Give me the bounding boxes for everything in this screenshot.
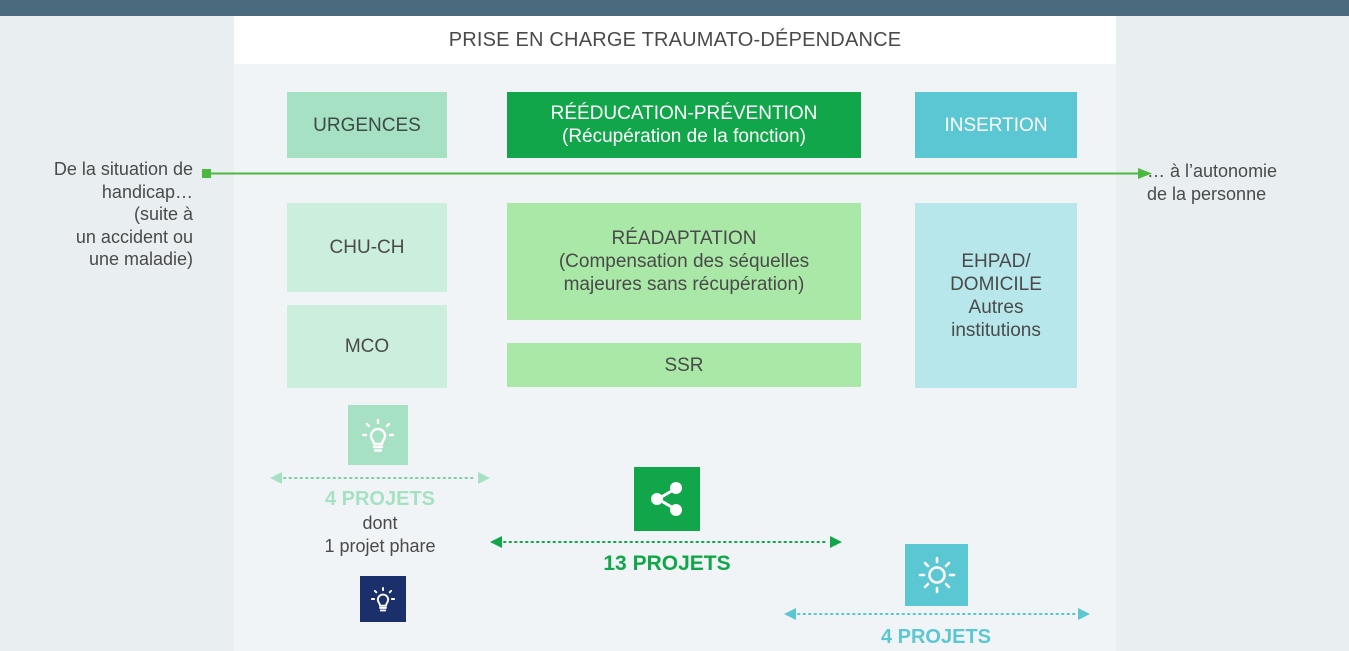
left-projects-sub: dont — [362, 513, 398, 533]
ehpad-box: EHPAD/ DOMICILE Autres institutions — [915, 203, 1077, 388]
left-projects-count: 4 PROJETS — [324, 488, 436, 510]
ssr-label: SSR — [664, 354, 704, 376]
readaptation-title: RÉADAPTATION — [611, 228, 757, 249]
share-icon — [634, 467, 700, 531]
end-line: de la personne — [1147, 183, 1267, 204]
ehpad-line: EHPAD/ — [961, 250, 1031, 272]
chu-box: CHU-CH — [287, 203, 447, 292]
mco-box: MCO — [287, 305, 447, 388]
mco-label: MCO — [344, 336, 390, 357]
start-line: une maladie) — [88, 249, 193, 269]
start-line: un accident ou — [75, 226, 193, 247]
lightbulb-icon — [360, 576, 406, 622]
left-projects-sub: 1 projet phare — [324, 536, 436, 556]
ssr-box: SSR — [507, 343, 861, 387]
end-text: … à l’autonomie de la personne — [1147, 160, 1337, 205]
ehpad-line: Autres — [968, 296, 1024, 318]
urgences-label: URGENCES — [313, 114, 421, 136]
center-span-arrow — [490, 536, 842, 548]
right-span-arrow — [784, 608, 1090, 620]
chu-label: CHU-CH — [329, 237, 405, 258]
end-line: … à l’autonomie — [1147, 161, 1278, 181]
reeducation-subtitle: (Récupération de la fonction) — [562, 126, 806, 147]
ehpad-line: institutions — [951, 319, 1041, 341]
start-line: De la situation de — [53, 159, 193, 179]
readaptation-box: RÉADAPTATION (Compensation des séquelles… — [507, 203, 861, 320]
readaptation-line: (Compensation des séquelles — [558, 251, 810, 272]
start-text: De la situation de handicap… (suite à un… — [0, 158, 193, 271]
insertion-label: INSERTION — [944, 114, 1048, 136]
readaptation-line: majeures sans récupération) — [563, 274, 805, 295]
ehpad-line: DOMICILE — [950, 273, 1042, 295]
left-span-arrow — [270, 472, 490, 484]
right-projects-count: 4 PROJETS — [880, 626, 992, 648]
reeducation-box: RÉÉDUCATION-PRÉVENTION (Récupération de … — [507, 92, 861, 158]
start-line: (suite à — [133, 204, 193, 224]
center-projects-count: 13 PROJETS — [603, 552, 731, 575]
start-line: handicap… — [101, 181, 193, 202]
page-title: PRISE EN CHARGE TRAUMATO-DÉPENDANCE — [234, 16, 1116, 64]
reeducation-title: RÉÉDUCATION-PRÉVENTION — [550, 103, 818, 124]
urgences-box: URGENCES — [287, 92, 447, 158]
insertion-box: INSERTION — [915, 92, 1077, 158]
lightbulb-icon — [348, 405, 408, 465]
sun-icon — [905, 544, 968, 606]
top-bar — [0, 0, 1349, 16]
